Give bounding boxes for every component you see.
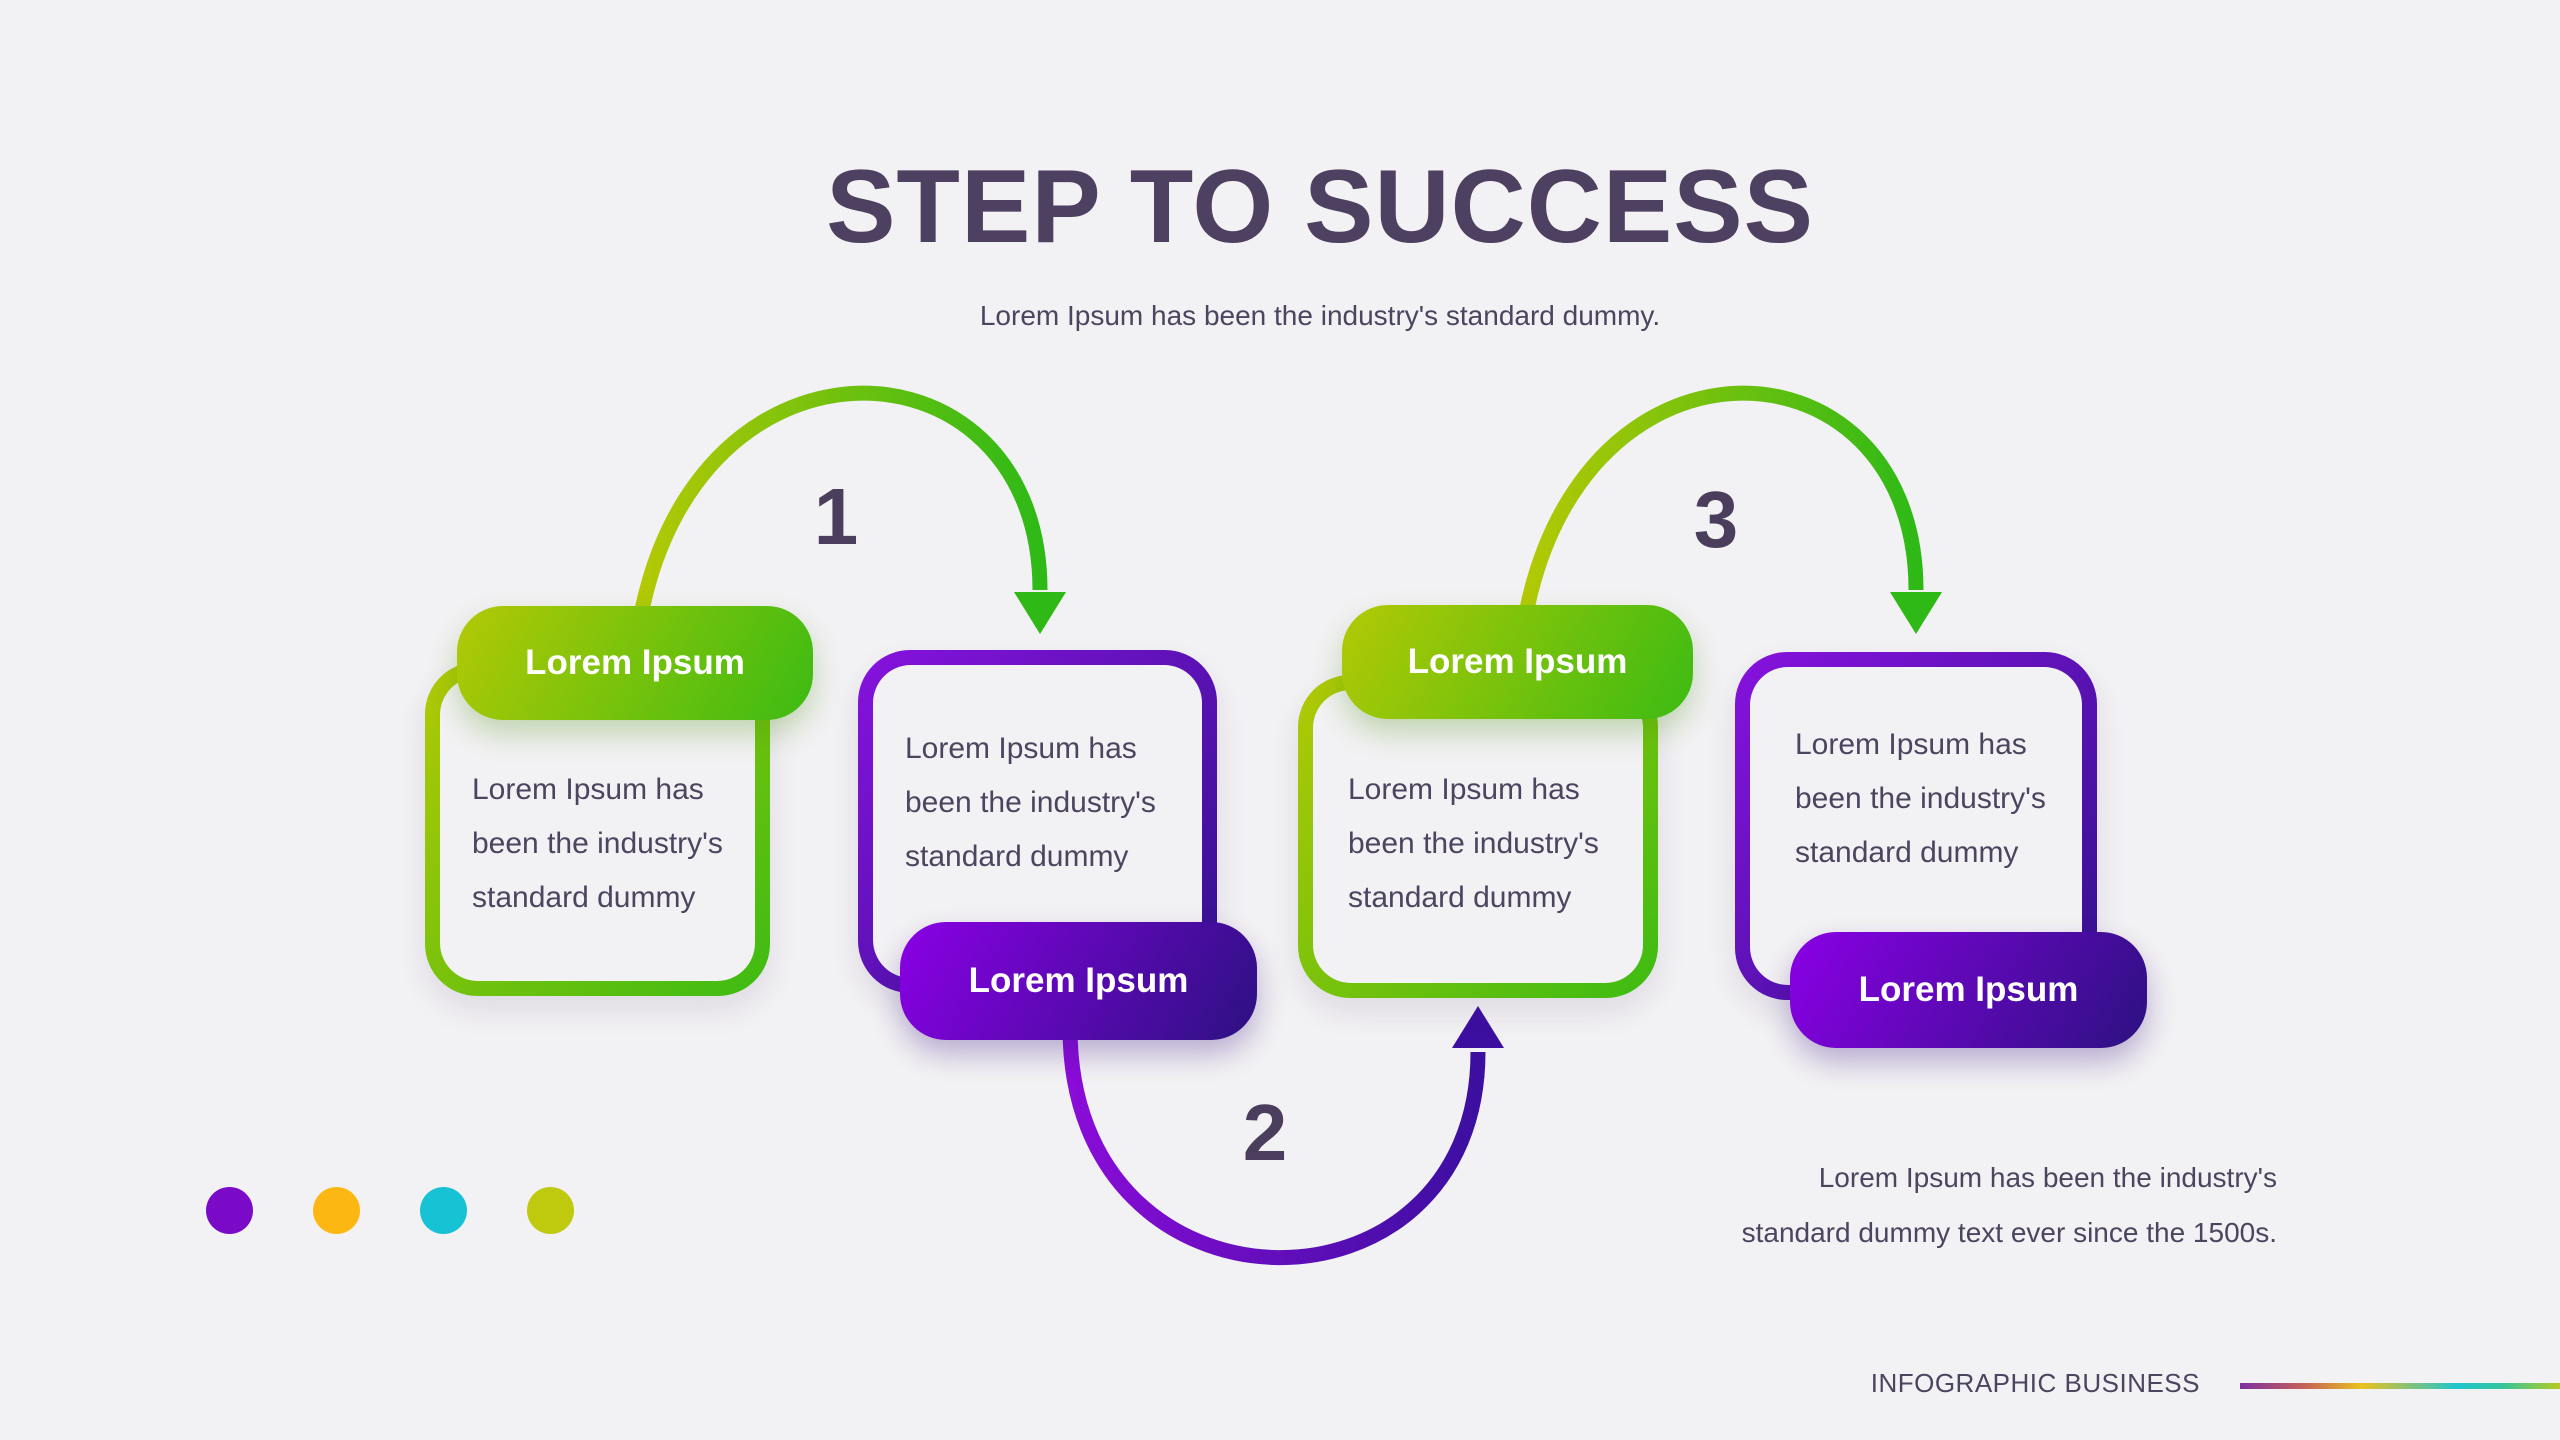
card-1-body: Lorem Ipsum has been the industry's stan…	[472, 773, 723, 914]
legend-dot-1-icon	[206, 1187, 253, 1234]
legend-dot-4-icon	[527, 1187, 574, 1234]
footer-gradient-line	[2240, 1383, 2560, 1389]
card-2-body: Lorem Ipsum has been the industry's stan…	[905, 732, 1156, 873]
legend-dot-2-icon	[313, 1187, 360, 1234]
arrow-2-head-icon	[1452, 1006, 1504, 1048]
caption: Lorem Ipsum has been the industry's stan…	[1742, 1150, 2277, 1260]
card-3-label: Lorem Ipsum	[1407, 642, 1628, 681]
arrow-1-head-icon	[1014, 592, 1066, 634]
card-2-label-pill: Lorem Ipsum	[900, 922, 1257, 1040]
step-number-1: 1	[813, 472, 859, 561]
card-1-label: Lorem Ipsum	[525, 643, 745, 682]
step-number-2: 2	[1242, 1088, 1288, 1177]
caption-line-1: Lorem Ipsum has been the industry's	[1818, 1162, 2277, 1193]
arrow-3-head-icon	[1890, 592, 1942, 634]
card-4-label: Lorem Ipsum	[1858, 970, 2079, 1009]
card-4-body: Lorem Ipsum has been the industry's stan…	[1795, 728, 2046, 869]
arrow-2-arc	[1062, 1006, 1504, 1265]
arrow-3-arc	[1509, 385, 1942, 713]
card-3-outline	[1298, 675, 1658, 998]
caption-line-2: standard dummy text ever since the 1500s…	[1741, 1217, 2277, 1248]
arrow-1-arc	[624, 385, 1066, 713]
page-title: STEP TO SUCCESS	[826, 149, 1814, 265]
card-4-label-pill: Lorem Ipsum	[1790, 932, 2147, 1048]
footer-brand: INFOGRAPHIC BUSINESS	[1870, 1368, 2200, 1398]
step-number-3: 3	[1693, 475, 1739, 564]
card-3-body: Lorem Ipsum has been the industry's stan…	[1348, 773, 1599, 914]
card-1-label-pill: Lorem Ipsum	[457, 606, 813, 720]
page-subtitle: Lorem Ipsum has been the industry's stan…	[979, 300, 1661, 331]
card-3-label-pill: Lorem Ipsum	[1342, 605, 1693, 719]
legend-dot-3-icon	[420, 1187, 467, 1234]
card-2-label: Lorem Ipsum	[968, 961, 1189, 1000]
